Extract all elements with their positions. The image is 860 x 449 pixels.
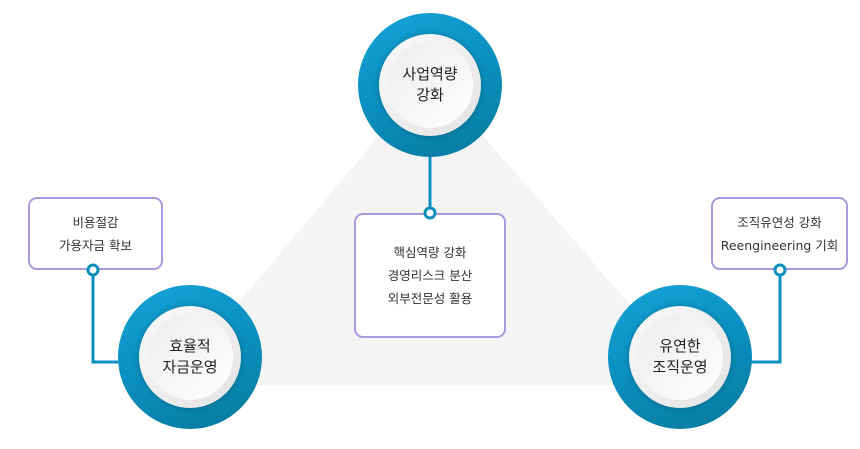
box-line: 핵심역량 강화 — [393, 245, 467, 260]
box-line: 가용자금 확보 — [59, 237, 132, 253]
box-line: 조직유연성 강화 — [737, 214, 822, 230]
box-right-details: 조직유연성 강화 Reengineering 기회 — [711, 197, 848, 270]
node-top: 사업역량 강화 — [358, 13, 502, 157]
connector-right — [745, 270, 782, 364]
box-line: 비용절감 — [72, 214, 119, 230]
box-line: Reengineering 기회 — [720, 237, 839, 253]
box-line: 외부전문성 활용 — [387, 291, 473, 306]
connector-dot-left — [86, 263, 100, 277]
node-left: 효율적 자금운영 — [118, 285, 262, 429]
node-right: 유연한 조직운영 — [608, 285, 752, 429]
node-label: 강화 — [416, 86, 444, 104]
connector-dot-top — [423, 206, 437, 220]
node-label: 조직운영 — [652, 358, 708, 376]
connector-left — [91, 270, 125, 364]
connector-dot-right — [773, 263, 787, 277]
node-label: 유연한 — [659, 337, 701, 355]
node-label: 사업역량 — [402, 65, 458, 83]
box-top-details: 핵심역량 강화 경영리스크 분산 외부전문성 활용 — [354, 213, 506, 338]
box-line: 경영리스크 분산 — [387, 268, 473, 283]
node-label: 자금운영 — [162, 358, 218, 376]
box-left-details: 비용절감 가용자금 확보 — [28, 197, 163, 270]
node-label: 효율적 — [169, 337, 211, 355]
